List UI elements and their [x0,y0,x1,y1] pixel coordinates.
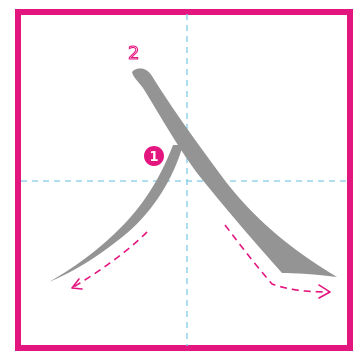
right-falling-stroke [132,68,337,277]
stroke-order-number: 2 [128,43,139,64]
dashed-arrow-icon [224,224,331,293]
left-falling-stroke [49,145,183,282]
practice-frame [15,9,353,351]
arrowhead-icon [71,278,83,290]
arrowhead-icon [318,284,331,299]
stroke-order-badge-number: 1 [149,150,158,165]
circled-number-icon [144,146,164,166]
